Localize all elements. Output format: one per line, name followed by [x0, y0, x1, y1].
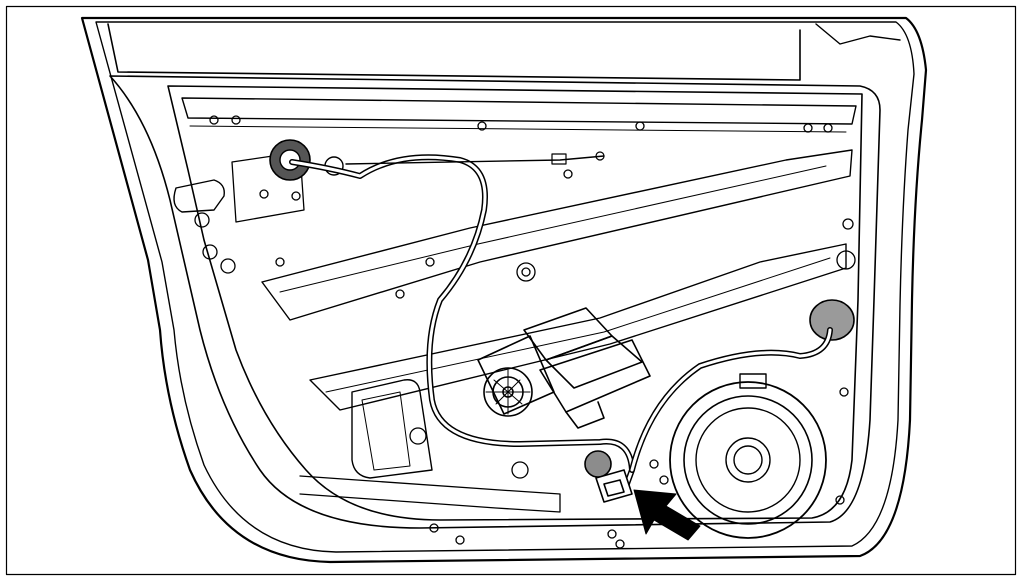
- upper-rail-lip: [189, 125, 847, 133]
- lower-pocket: [351, 379, 433, 479]
- hinge-bracket: [173, 179, 225, 213]
- wiring-connector: [595, 469, 633, 503]
- grommet-right: [809, 299, 855, 341]
- bottom-strip: [299, 475, 561, 513]
- lock-rod-clip: [551, 153, 567, 165]
- mounting-holes: [194, 115, 856, 549]
- door-inner-edge: [109, 75, 881, 529]
- wiring-branch: [629, 327, 833, 473]
- lock-rod-end: [595, 151, 605, 161]
- wiring-branch-highlight: [630, 328, 832, 472]
- grommet-lower: [584, 450, 612, 478]
- carrier-rail-upper: [261, 149, 853, 321]
- carrier-rail-lower: [309, 243, 847, 411]
- carrier-rail-lower-inner: [325, 257, 831, 393]
- door-outer-shell-inner-line: [95, 21, 915, 553]
- inner-panel-outline: [167, 85, 863, 521]
- upper-rail: [181, 97, 857, 125]
- figure-frame: [5, 5, 1017, 576]
- lower-pocket-inner: [361, 391, 411, 471]
- door-outer-shell: [80, 16, 928, 564]
- arrow-icon: [633, 489, 701, 541]
- speaker: [669, 373, 827, 539]
- window-frame-right-trim: [815, 23, 901, 45]
- window-regulator-motor: [477, 307, 651, 429]
- lock-rod: [345, 155, 605, 165]
- wiring-harness-highlight: [290, 155, 634, 494]
- window-frame: [107, 23, 801, 81]
- carrier-rail-upper-inner: [279, 165, 827, 293]
